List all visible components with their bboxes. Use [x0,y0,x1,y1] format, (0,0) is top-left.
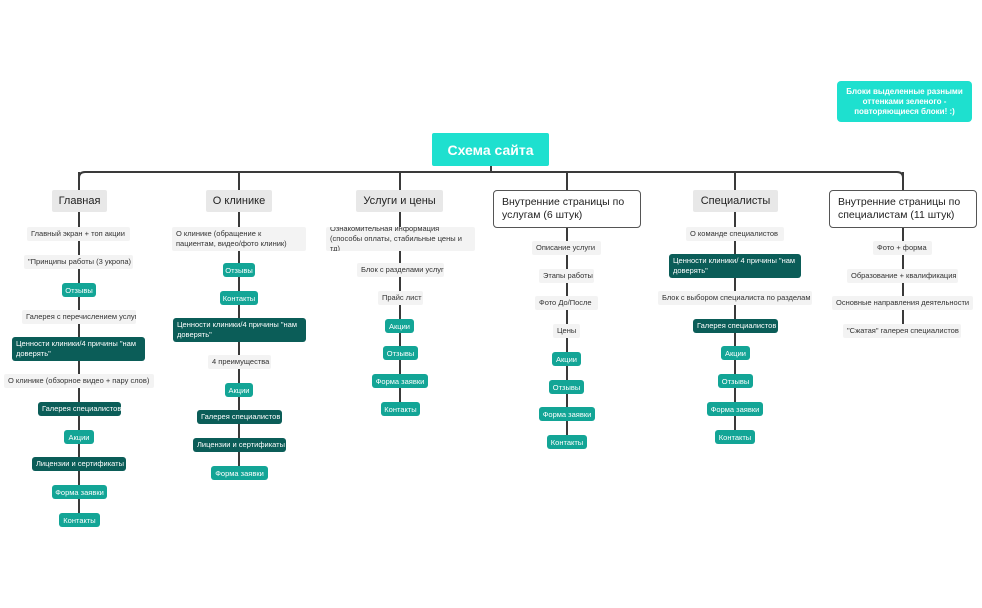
page-block-ценности-клиники-4-причины-нам-доверять: Ценности клиники/ 4 причины "нам доверят… [669,254,801,278]
section-header-4: Внутренние страницы по услугам (6 штук) [493,190,641,228]
page-block-контакты: Контакты [381,402,420,416]
page-block-о-клинике-обращение-к-пациентам-видео-фо: О клинике (обращение к пациентам, видео/… [172,227,306,251]
page-block-контакты: Контакты [715,430,755,444]
section-header-1: Главная [52,190,107,212]
page-block-галерея-специалистов: Галерея специалистов [693,319,778,333]
page-block-лицензии-и-сертификаты: Лицензии и сертификаты [193,438,286,452]
page-block-ценности-клиники-4-причины-нам-доверять: Ценности клиники/4 причины "нам доверять… [173,318,306,342]
page-block-этапы-работы: Этапы работы [539,269,594,283]
page-block-ценности-клиники-4-причины-нам-доверять: Ценности клиники/4 причины "нам доверять… [12,337,145,361]
page-block-описание-услуги: Описание услуги [532,241,601,255]
page-block-форма-заявки: Форма заявки [539,407,595,421]
legend-note: Блоки выделенные разными оттенками зелен… [837,81,972,122]
page-block-4-преимущества: 4 преимущества [208,355,271,369]
page-block-отзывы: Отзывы [62,283,96,297]
page-block-галерея-с-перечислением-услуг: Галерея с перечислением услуг [22,310,136,324]
horizontal-branch-bar [78,171,904,185]
page-block-контакты: Контакты [59,513,100,527]
page-block-акции: Акции [225,383,253,397]
page-block-о-команде-специалистов: О команде специалистов [686,227,784,241]
page-block-о-клинике-обзорное-видео-пару-слов: О клинике (обзорное видео + пару слов) [4,374,154,388]
page-block-блок-с-разделами-услуг: Блок с разделами услуг [357,263,444,277]
section-header-5: Специалисты [693,190,778,212]
page-block-контакты: Контакты [547,435,587,449]
section-header-2: О клинике [206,190,272,212]
page-block-отзывы: Отзывы [718,374,753,388]
page-block-фото-до-после: Фото До/После [535,296,598,310]
page-block-акции: Акции [721,346,750,360]
page-block-галерея-специалистов: Галерея специалистов [197,410,282,424]
page-block-лицензии-и-сертификаты: Лицензии и сертификаты [32,457,126,471]
page-block-принципы-работы-3-укропа: "Принципы работы (3 укропа) [24,255,133,269]
page-block-отзывы: Отзывы [383,346,418,360]
page-block-акции: Акции [385,319,414,333]
root-node-site-map: Схема сайта [432,133,549,166]
page-block-форма-заявки: Форма заявки [211,466,268,480]
page-block-форма-заявки: Форма заявки [707,402,763,416]
page-block-прайс-лист: Прайс лист [378,291,423,305]
page-block-контакты: Контакты [220,291,258,305]
page-block-акции: Акции [552,352,581,366]
page-block-основные-направления-деятельности: Основные направления деятельности [832,296,973,310]
page-block-отзывы: Отзывы [549,380,584,394]
page-block-галерея-специалистов: Галерея специалистов [38,402,121,416]
page-block-акции: Акции [64,430,94,444]
page-block-цены: Цены [553,324,580,338]
page-block-главный-экран-топ-акции: Главный экран + топ акции [27,227,130,241]
page-block-фото-форма: Фото + форма [873,241,932,255]
page-block-блок-с-выбором-специалиста-по-разделам: Блок с выбором специалиста по разделам [658,291,812,305]
page-block-ознакомительная-информация-способы-оплат: Ознакомительная информация (способы опла… [326,227,475,251]
page-block-сжатая-галерея-специалистов: "Сжатая" галерея специалистов [843,324,961,338]
page-block-отзывы: Отзывы [223,263,255,277]
section-header-3: Услуги и цены [356,190,443,212]
page-block-форма-заявки: Форма заявки [372,374,428,388]
page-block-форма-заявки: Форма заявки [52,485,107,499]
section-header-6: Внутренние страницы по специалистам (11 … [829,190,977,228]
page-block-образование-квалификация: Образование + квалификация [847,269,958,283]
